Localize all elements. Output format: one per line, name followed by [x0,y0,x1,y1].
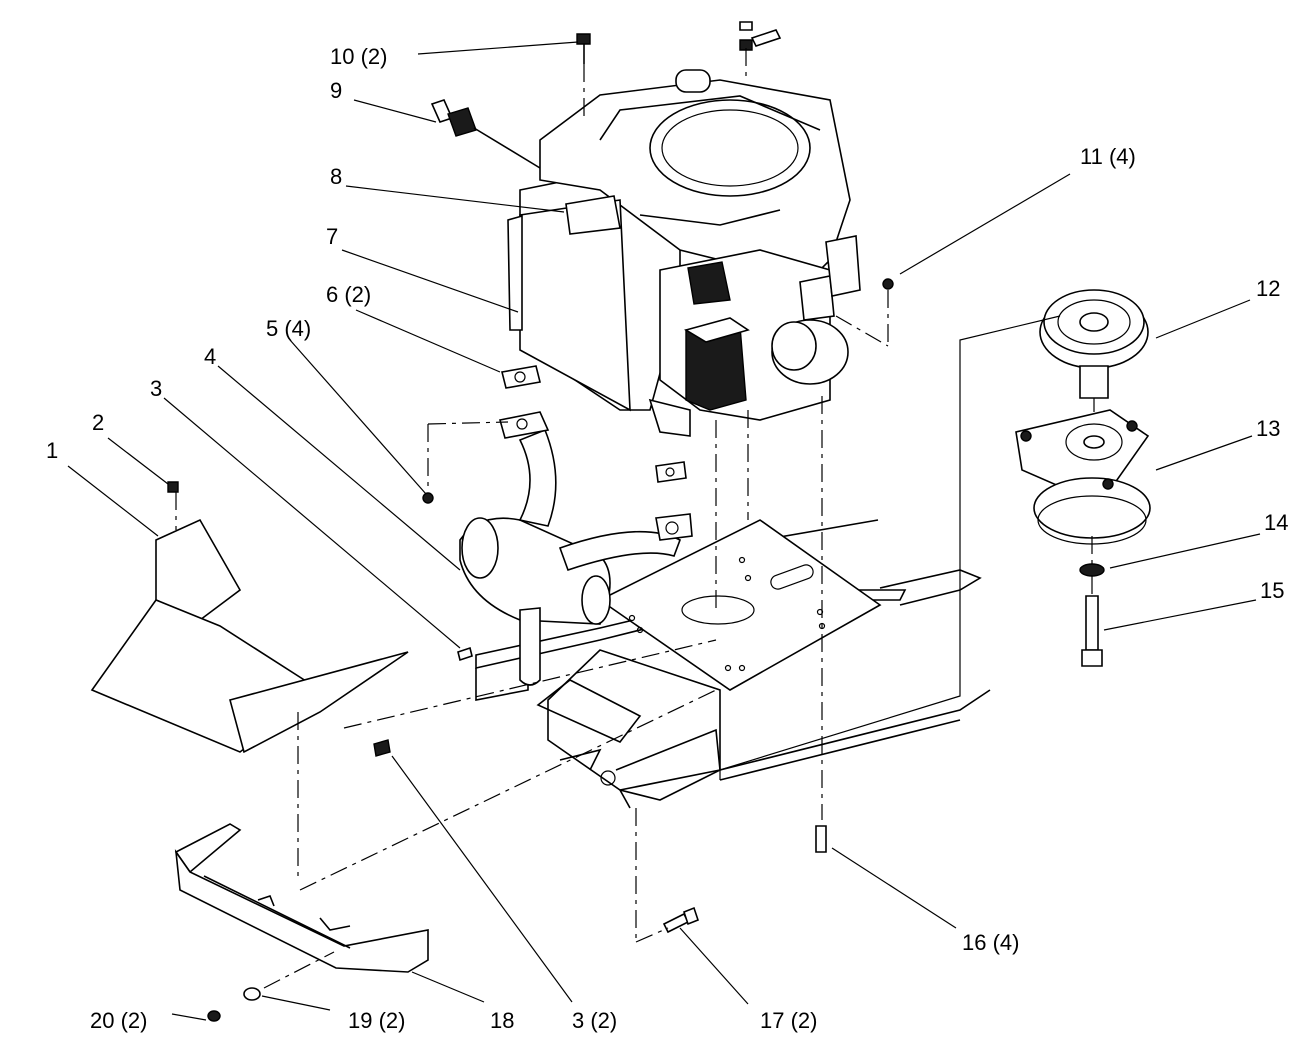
muffler-assembly [459,411,693,686]
rear-bumper [174,823,429,973]
callout-labels: 1 2 3 3 (2) 4 5 (4) 6 (2) 7 8 9 10 (2) 1… [46,44,1288,1033]
callout-12: 12 [1256,276,1280,301]
spark-plug [430,99,541,169]
callout-17: 17 (2) [760,1008,817,1033]
clutch-washer-and-bolt [1079,563,1105,667]
small-hardware [167,481,473,1022]
callout-10: 10 (2) [330,44,387,69]
engine-mount-plate [598,519,882,691]
bolt-16 [815,825,827,853]
callout-2: 2 [92,410,104,435]
engine-top-fasteners [576,21,782,64]
callout-5: 5 (4) [266,316,311,341]
callout-6: 6 (2) [326,282,371,307]
callout-16: 16 (4) [962,930,1019,955]
callout-3: 3 [150,376,162,401]
engine-decal [565,195,621,235]
callout-7: 7 [326,224,338,249]
heat-deflector [90,518,409,754]
callout-11: 11 (4) [1080,144,1136,169]
callout-4: 4 [204,344,216,369]
exhaust-gaskets [501,365,687,483]
callout-1: 1 [46,438,58,463]
callout-9: 9 [330,78,342,103]
assembly-centerlines [175,48,1095,989]
nut-11 [882,278,894,290]
drive-pulley [1039,289,1149,399]
callout-14: 14 [1264,510,1288,535]
bolt-17 [662,906,699,934]
callout-13: 13 [1256,416,1280,441]
engine [507,69,861,437]
callout-18: 18 [490,1008,514,1033]
leader-lines [67,41,1261,1021]
callout-20: 20 (2) [90,1008,147,1033]
callout-3-qty: 3 (2) [572,1008,617,1033]
callout-15: 15 [1260,578,1284,603]
callout-19: 19 (2) [348,1008,405,1033]
callout-8: 8 [330,164,342,189]
frame-bracket [536,649,721,809]
pto-clutch [1015,409,1151,545]
